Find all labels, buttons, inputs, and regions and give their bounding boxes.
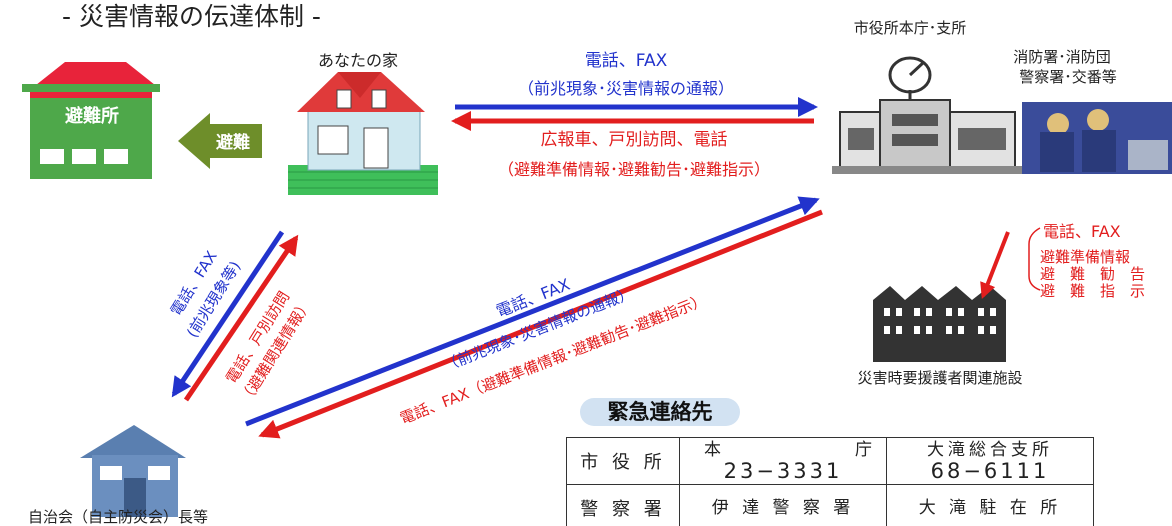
arrow-city-to-facility: [980, 231, 1010, 299]
city-office-building-icon: [832, 56, 1022, 174]
table-row: 警 察 署 伊 達 警 察 署 大 滝 駐 在 所: [566, 484, 1094, 526]
contact-name-part: 庁: [855, 439, 872, 460]
city-to-facility-label-2: 避難準備情報: [1040, 248, 1130, 266]
arrow-city-to-community: [258, 209, 823, 439]
shelter-building: 避難所: [22, 62, 160, 179]
home-label: あなたの家: [318, 51, 398, 70]
city-to-home-label-2: （避難準備情報･避難勧告･避難指示）: [498, 160, 770, 179]
care-facility-label: 災害時要援護者関連施設: [857, 369, 1022, 387]
emergency-contacts-heading: 緊急連絡先: [580, 398, 740, 426]
care-facility-building-icon: [873, 286, 1006, 362]
contact-cell: 大 滝 駐 在 所: [886, 484, 1094, 526]
city-to-facility-label-1: 電話、FAX: [1043, 222, 1121, 241]
fire-police-icon: [1022, 102, 1172, 174]
contact-name-part: 本: [704, 439, 721, 460]
facility-info-bracket: [1028, 227, 1041, 291]
home-house-icon: [288, 72, 438, 195]
contact-cell: 伊 達 警 察 署: [679, 484, 887, 526]
contact-name: 大 滝 駐 在 所: [918, 497, 1062, 518]
community-label: 自治会（自主防災会）長等: [28, 508, 208, 526]
home-to-city-label-2: （前兆現象･災害情報の通報）: [518, 79, 734, 98]
arrow-community-to-city: [245, 196, 820, 427]
contact-org: 警 察 署: [566, 484, 680, 526]
contact-name: 本 庁: [680, 439, 886, 460]
city-to-home-label-1: 広報車、戸別訪問、電話: [541, 130, 728, 150]
contact-number: 68−6111: [930, 458, 1050, 483]
contact-cell: 本 庁 23−3331: [679, 437, 887, 485]
city-to-facility-label-4: 避 難 指 示: [1040, 282, 1145, 300]
contact-name: 大滝総合支所: [927, 439, 1053, 460]
evacuate-label: 避難: [216, 132, 250, 153]
contact-cell: 大滝総合支所 68−6111: [886, 437, 1094, 485]
fire-police-label-2: 警察署･交番等: [1019, 68, 1117, 86]
community-house-icon: [80, 425, 186, 517]
shelter-label: 避難所: [65, 105, 119, 127]
arrow-home-to-community: [171, 230, 285, 398]
city-office-label: 市役所本庁･支所: [854, 19, 967, 37]
evacuate-arrow: 避難: [178, 113, 262, 169]
contact-org: 市 役 所: [566, 437, 680, 485]
contact-name: 伊 達 警 察 署: [711, 497, 855, 518]
diagram-title: - 災害情報の伝達体制 -: [62, 2, 321, 31]
arrow-community-to-home: [183, 234, 299, 402]
fire-police-label-1: 消防署･消防団: [1013, 48, 1111, 66]
table-row: 市 役 所 本 庁 23−3331 大滝総合支所 68−6111: [566, 437, 1094, 485]
home-to-city-label-1: 電話、FAX: [585, 51, 668, 71]
contact-number: 23−3331: [723, 458, 843, 483]
emergency-contacts-table: 市 役 所 本 庁 23−3331 大滝総合支所 68−6111 警 察 署 伊…: [566, 437, 1094, 526]
city-to-facility-label-3: 避 難 勧 告: [1040, 265, 1145, 283]
